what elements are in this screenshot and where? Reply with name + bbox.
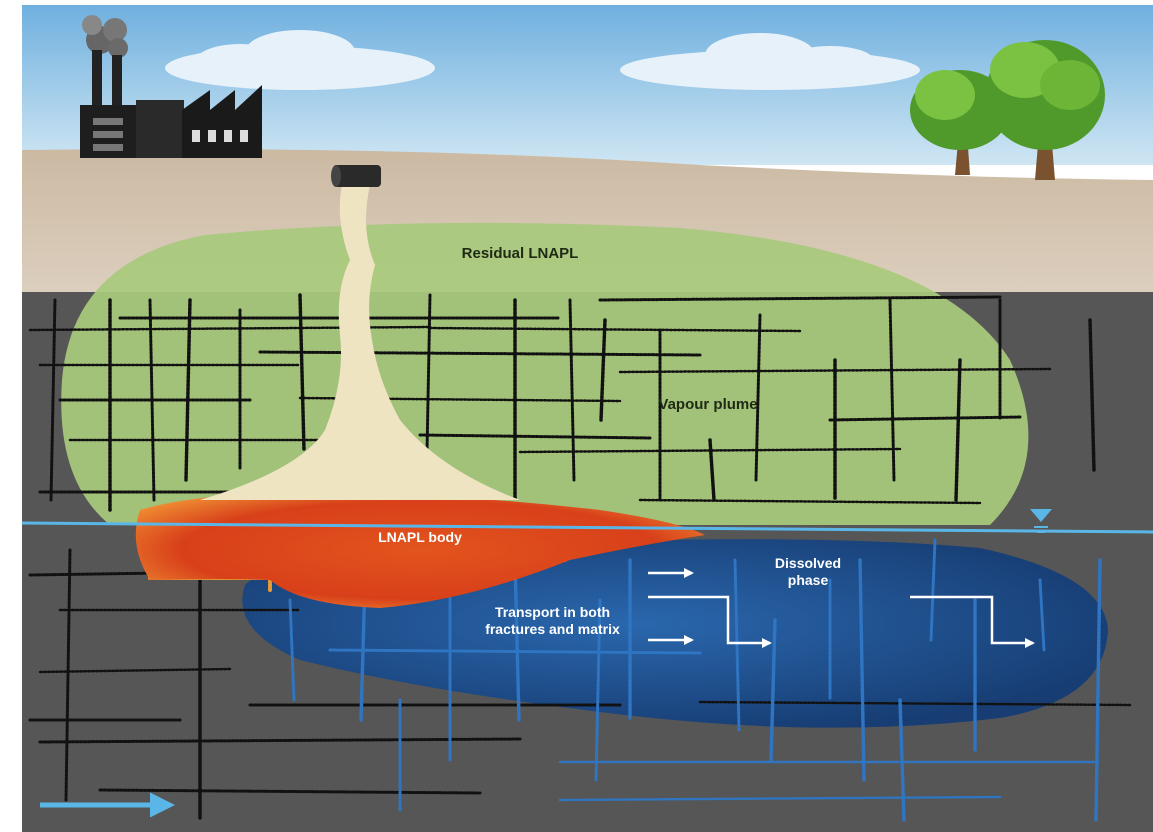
water-table-line — [21, 521, 1153, 534]
fracture — [418, 433, 652, 440]
fracture — [568, 298, 576, 482]
factory-icon — [80, 15, 262, 158]
fracture-network — [28, 293, 1132, 822]
lnapl-body — [135, 492, 705, 608]
fracture — [184, 298, 192, 482]
pipe-icon — [331, 165, 381, 187]
fracture — [1038, 578, 1046, 652]
fracture — [298, 293, 306, 452]
fracture — [929, 538, 937, 642]
fracture — [733, 558, 741, 732]
fracture — [64, 548, 72, 802]
fracture — [638, 498, 982, 505]
residual-lnapl-label: Residual LNAPL — [461, 245, 579, 262]
fracture — [708, 438, 716, 502]
fracture — [258, 350, 702, 357]
fracture — [148, 298, 156, 502]
fracture — [49, 298, 57, 502]
fracture — [1094, 558, 1102, 822]
fracture — [558, 795, 1002, 802]
fracture — [428, 326, 802, 333]
fracture — [98, 788, 482, 795]
fracture — [513, 558, 521, 722]
fracture — [598, 295, 1002, 302]
water-table-icon — [1030, 509, 1052, 533]
fracture — [769, 618, 777, 762]
fracture — [594, 598, 602, 782]
fracture — [754, 313, 762, 482]
fracture — [888, 298, 896, 482]
fracture — [328, 648, 702, 655]
fracture — [1088, 318, 1096, 472]
fracture — [288, 598, 296, 702]
tree-icon — [910, 40, 1105, 180]
transport-label: Transport in both fractures and matrix — [485, 604, 620, 637]
dissolved-phase-label: Dissolved phase — [774, 555, 842, 588]
fracture — [954, 358, 962, 502]
fracture — [898, 698, 906, 822]
lnapl-body-label: LNAPL body — [378, 529, 462, 545]
fracture — [828, 415, 1022, 422]
vapour-plume-label: Vapour plume — [658, 396, 758, 413]
fracture — [599, 318, 607, 422]
clouds — [165, 30, 920, 90]
lnapl-release-plume — [200, 185, 520, 500]
transport-arrows — [648, 568, 1035, 648]
fracture — [38, 737, 522, 744]
fracture — [858, 558, 866, 782]
